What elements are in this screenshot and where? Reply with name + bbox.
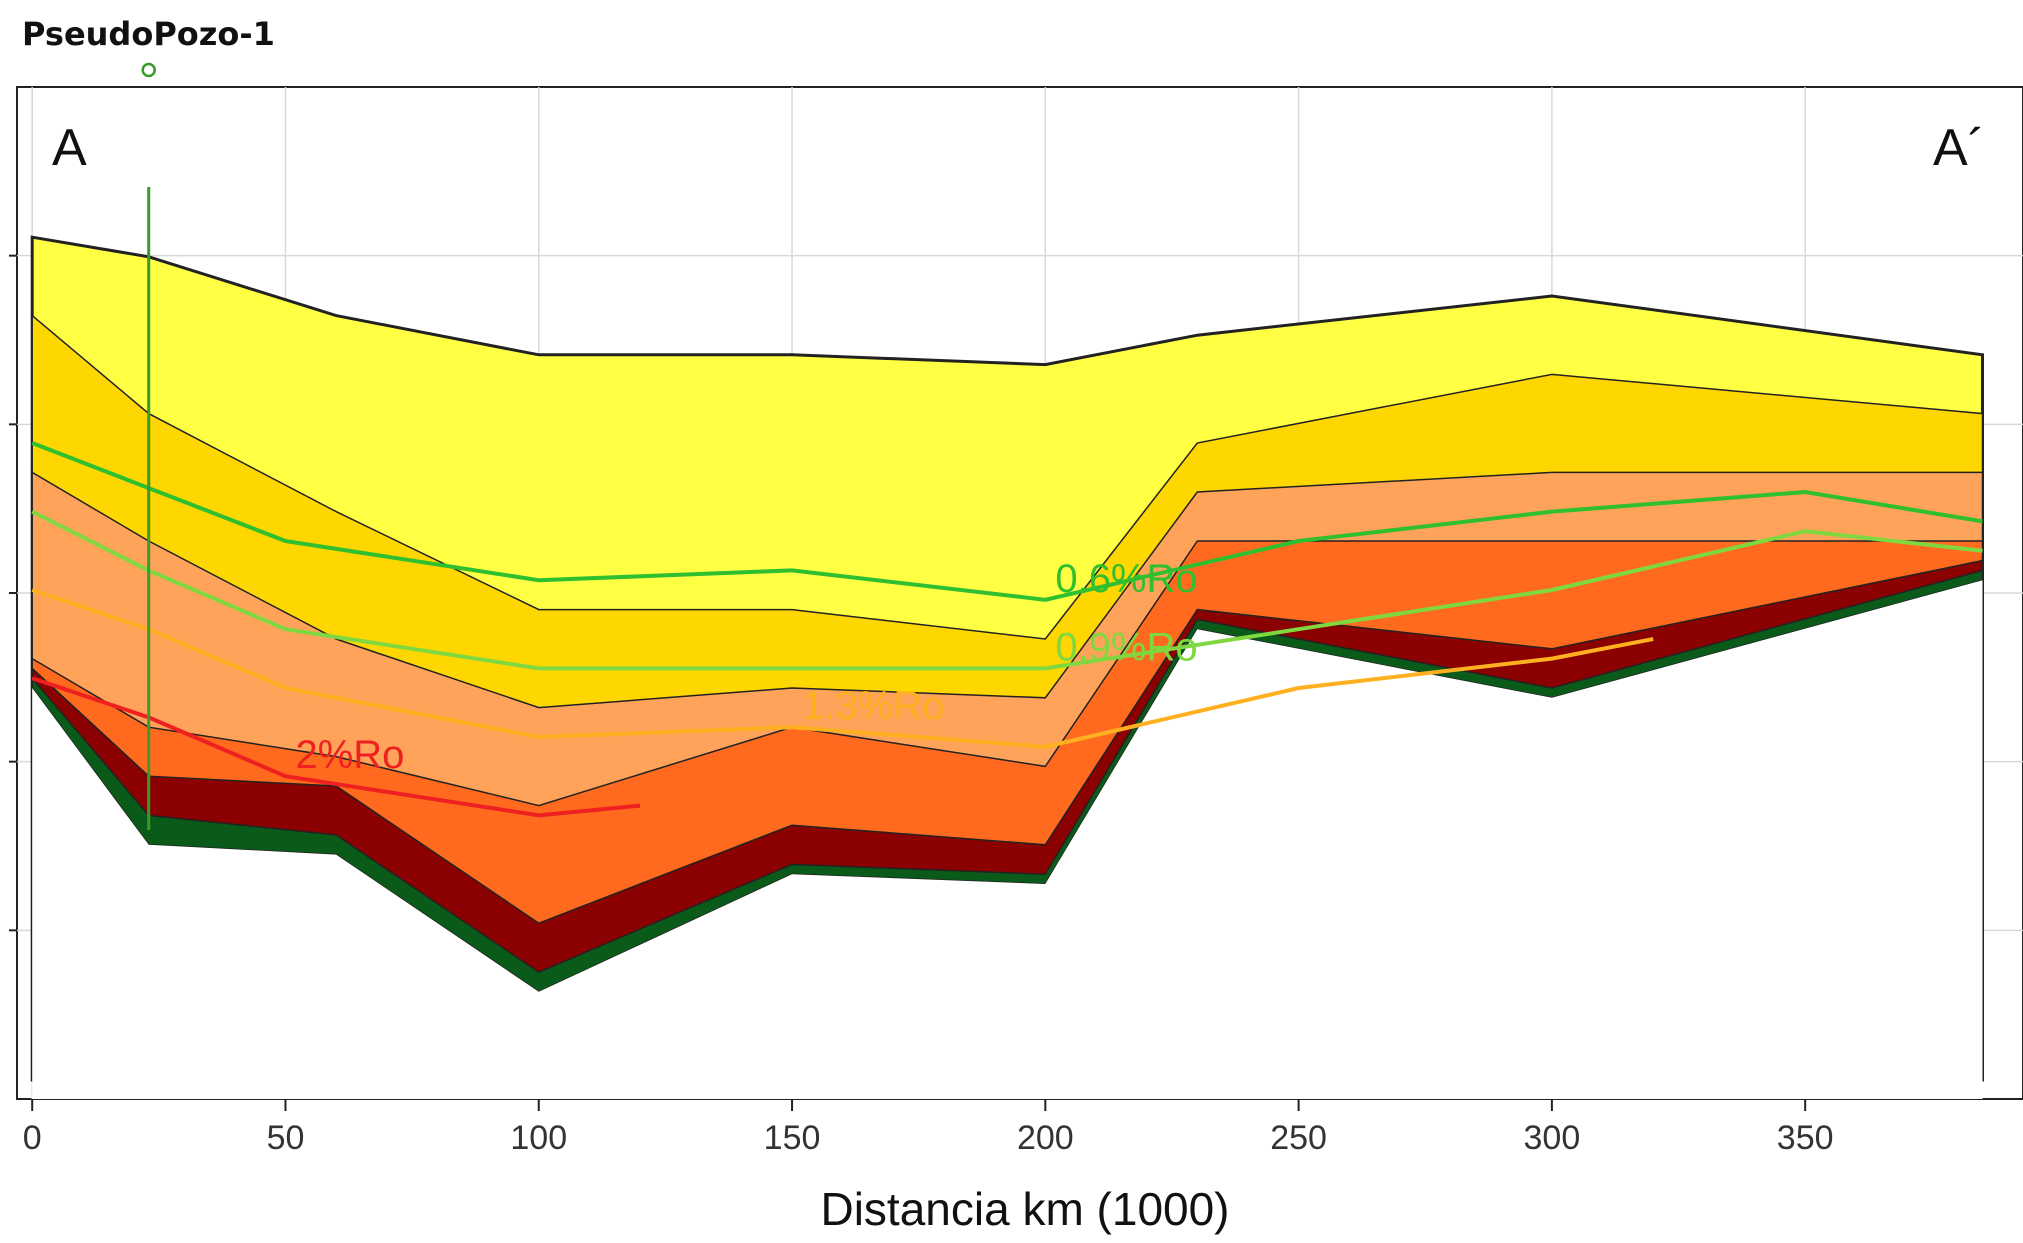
ro-isolines: 0.6%Ro 0.9%Ro 1.3%Ro 2%Ro: [31, 441, 1983, 818]
x-tick-label: 350: [1777, 1119, 1834, 1157]
x-tick-label: 50: [267, 1119, 305, 1157]
ro-label-4: 2%Ro: [295, 733, 404, 777]
x-tick-label: 100: [510, 1119, 567, 1157]
ro-isoline-1: [31, 441, 1983, 602]
x-axis-title: Distancia km (1000): [820, 1183, 1229, 1235]
section-label-end: A´: [1933, 119, 1985, 177]
well-marker-icon: [141, 62, 156, 78]
x-axis: 0 50 100 150 200 250 300 350: [23, 1099, 1834, 1157]
well: [141, 62, 156, 830]
x-tick-label: 250: [1270, 1119, 1327, 1157]
x-tick-label: 0: [23, 1119, 42, 1157]
basement-blank: [32, 580, 1983, 1099]
x-tick-label: 150: [764, 1119, 821, 1157]
ro-isoline-4: [31, 676, 641, 818]
ro-isoline-3: [31, 588, 1654, 749]
ro-label-3: 1.3%Ro: [802, 684, 944, 728]
x-tick-label: 300: [1524, 1119, 1581, 1157]
ro-label-2: 0.9%Ro: [1055, 625, 1197, 669]
x-tick-label: 200: [1017, 1119, 1074, 1157]
section-label-start: A: [52, 119, 87, 177]
layers: [30, 235, 1984, 1099]
ro-isoline-2: [31, 509, 1983, 671]
well-name: PseudoPozo-1: [22, 15, 275, 53]
ro-label-1: 0.6%Ro: [1055, 557, 1197, 601]
